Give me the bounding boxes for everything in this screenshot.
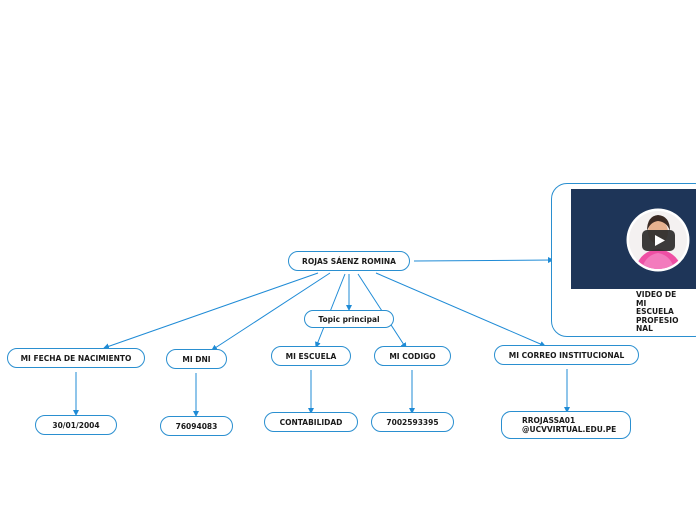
link-root-email	[375, 272, 546, 347]
dni-value-node[interactable]: 76094083	[160, 416, 233, 436]
code-value-node[interactable]: 7002593395	[371, 412, 454, 432]
root-label: ROJAS SÁENZ ROMINA	[302, 256, 396, 266]
code-node[interactable]: MI CODIGO	[374, 346, 451, 366]
topic-label: Topic principal	[318, 314, 380, 324]
email-value-node[interactable]: RROJASSA01 @UCVVIRTUAL.EDU.PE	[501, 411, 631, 439]
play-button-icon[interactable]	[642, 230, 675, 251]
code-value: 7002593395	[386, 417, 439, 427]
code-label: MI CODIGO	[389, 351, 436, 361]
email-value-line2: @UCVVIRTUAL.EDU.PE	[522, 425, 617, 434]
birth-value: 30/01/2004	[52, 420, 100, 430]
video-label: VIDEO DE MI ESCUELA PROFESIO NAL	[636, 290, 679, 333]
birth-value-node[interactable]: 30/01/2004	[35, 415, 117, 435]
email-node[interactable]: MI CORREO INSTITUCIONAL	[494, 345, 639, 365]
dni-value: 76094083	[175, 421, 218, 431]
link-root-dni	[211, 272, 331, 351]
birth-node[interactable]: MI FECHA DE NACIMIENTO	[7, 348, 145, 368]
school-value-node[interactable]: CONTABILIDAD	[264, 412, 358, 432]
video-thumbnail[interactable]	[571, 189, 696, 289]
play-triangle	[655, 235, 665, 246]
link-root-birth	[103, 272, 319, 350]
email-value-line1: RROJASSA01	[522, 416, 576, 425]
root-node[interactable]: ROJAS SÁENZ ROMINA	[288, 251, 410, 271]
school-label: MI ESCUELA	[285, 351, 337, 361]
birth-label: MI FECHA DE NACIMIENTO	[20, 353, 132, 363]
topic-node[interactable]: Topic principal	[304, 310, 394, 328]
link-root-video	[413, 257, 554, 264]
dni-label: MI DNI	[182, 354, 211, 364]
video-thumbnail-art	[626, 208, 690, 272]
school-value: CONTABILIDAD	[279, 417, 343, 427]
email-label: MI CORREO INSTITUCIONAL	[508, 350, 625, 360]
school-node[interactable]: MI ESCUELA	[271, 346, 351, 366]
dni-node[interactable]: MI DNI	[166, 349, 227, 369]
video-node[interactable]: VIDEO DE MI ESCUELA PROFESIO NAL	[551, 183, 696, 337]
